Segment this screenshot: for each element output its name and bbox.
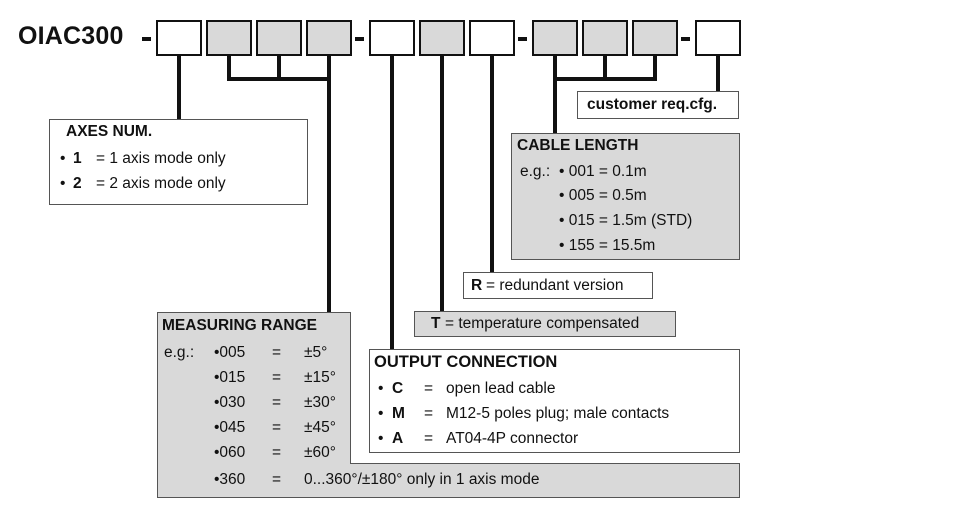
redundant-code: R xyxy=(471,277,483,294)
measuring-row-val: ±45° xyxy=(304,419,336,436)
axes-item-2-bullet: • xyxy=(60,175,66,192)
measuring-heading: MEASURING RANGE xyxy=(162,317,318,334)
output-item-desc: AT04-4P connector xyxy=(446,430,579,447)
output-item-bullet: • xyxy=(378,405,384,422)
measuring-row-code: •005 xyxy=(214,344,246,361)
connector-line xyxy=(227,77,331,81)
output-item-desc: open lead cable xyxy=(446,380,556,397)
separator-dash xyxy=(681,37,690,41)
measuring-row-val: 0...360°/±180° only in 1 axis mode xyxy=(304,471,540,488)
output-item-eq: = xyxy=(424,430,434,447)
connector-line xyxy=(490,56,494,272)
measuring-row-code: •015 xyxy=(214,369,246,386)
measuring-row-val: ±5° xyxy=(304,344,328,361)
code-box-redundant xyxy=(469,20,515,56)
connector-line xyxy=(653,56,657,81)
cable-row: • 015 = 1.5m (STD) xyxy=(559,212,693,229)
code-box-cable-1 xyxy=(532,20,578,56)
cable-row: • 001 = 0.1m xyxy=(559,163,647,180)
measuring-row-eq: = xyxy=(272,471,282,488)
output-item-desc: M12-5 poles plug; male contacts xyxy=(446,405,670,422)
output-item-bullet: • xyxy=(378,430,384,447)
measuring-range-panel-extension xyxy=(157,463,740,498)
cable-row: • 155 = 15.5m xyxy=(559,237,656,254)
axes-item-1-bullet: • xyxy=(60,150,66,167)
measuring-row-eq: = xyxy=(272,419,282,436)
connector-line xyxy=(603,56,607,81)
code-box-cable-3 xyxy=(632,20,678,56)
output-connection-panel: OUTPUT CONNECTION • C = open lead cable … xyxy=(369,349,740,453)
axes-heading: AXES NUM. xyxy=(66,123,153,140)
cable-length-panel: CABLE LENGTH e.g.: • 001 = 0.1m • 005 = … xyxy=(511,133,740,260)
code-box-output xyxy=(369,20,415,56)
axes-item-2-code: 2 xyxy=(73,175,82,192)
measuring-row-eq: = xyxy=(272,394,282,411)
connector-line xyxy=(716,56,720,92)
axes-item-1-code: 1 xyxy=(73,150,82,167)
code-box-axes xyxy=(156,20,202,56)
code-box-customer xyxy=(695,20,741,56)
measuring-row-val: ±60° xyxy=(304,444,336,461)
measuring-row-code: •060 xyxy=(214,444,246,461)
axes-item-1-desc: = 1 axis mode only xyxy=(96,150,226,167)
axes-panel: AXES NUM. • 1 = 1 axis mode only • 2 = 2… xyxy=(49,119,308,205)
output-item-bullet: • xyxy=(378,380,384,397)
cable-heading: CABLE LENGTH xyxy=(517,137,639,154)
output-item-code: M xyxy=(392,405,405,422)
separator-dash xyxy=(518,37,527,41)
connector-line xyxy=(553,56,557,134)
code-box-range-2 xyxy=(256,20,302,56)
connector-line xyxy=(390,56,394,350)
axes-item-2-desc: = 2 axis mode only xyxy=(96,175,226,192)
measuring-row-eq: = xyxy=(272,444,282,461)
connector-line xyxy=(227,56,231,81)
output-item-eq: = xyxy=(424,380,434,397)
output-item-code: A xyxy=(392,430,404,447)
measuring-row-val: ±30° xyxy=(304,394,336,411)
connector-line xyxy=(177,56,181,120)
temperature-code: T xyxy=(431,315,441,332)
product-code-prefix: OIAC300 xyxy=(18,22,124,50)
connector-line xyxy=(327,56,331,313)
separator-dash xyxy=(142,37,151,41)
customer-panel: customer req.cfg. xyxy=(577,91,739,119)
measuring-eg-label: e.g.: xyxy=(164,344,195,361)
output-item-eq: = xyxy=(424,405,434,422)
panel-border xyxy=(350,312,351,463)
cable-row: • 005 = 0.5m xyxy=(559,187,647,204)
output-item-code: C xyxy=(392,380,404,397)
temperature-panel: T = temperature compensated xyxy=(414,311,676,337)
code-box-temperature xyxy=(419,20,465,56)
separator-dash xyxy=(355,37,364,41)
code-box-cable-2 xyxy=(582,20,628,56)
temperature-desc: = temperature compensated xyxy=(445,315,640,332)
measuring-row-val: ±15° xyxy=(304,369,336,386)
measuring-row-code: •030 xyxy=(214,394,246,411)
measuring-row-code: •045 xyxy=(214,419,246,436)
redundant-desc: = redundant version xyxy=(486,277,624,294)
code-box-range-1 xyxy=(206,20,252,56)
customer-label: customer req.cfg. xyxy=(587,96,718,113)
connector-line xyxy=(440,56,444,313)
cable-eg-label: e.g.: xyxy=(520,163,551,180)
connector-line xyxy=(277,56,281,81)
redundant-panel: R = redundant version xyxy=(463,272,653,299)
measuring-row-eq: = xyxy=(272,344,282,361)
panel-border xyxy=(350,463,740,464)
measuring-row-code: •360 xyxy=(214,471,246,488)
measuring-row-eq: = xyxy=(272,369,282,386)
output-heading: OUTPUT CONNECTION xyxy=(374,353,558,371)
code-box-range-3 xyxy=(306,20,352,56)
connector-line xyxy=(553,77,657,81)
